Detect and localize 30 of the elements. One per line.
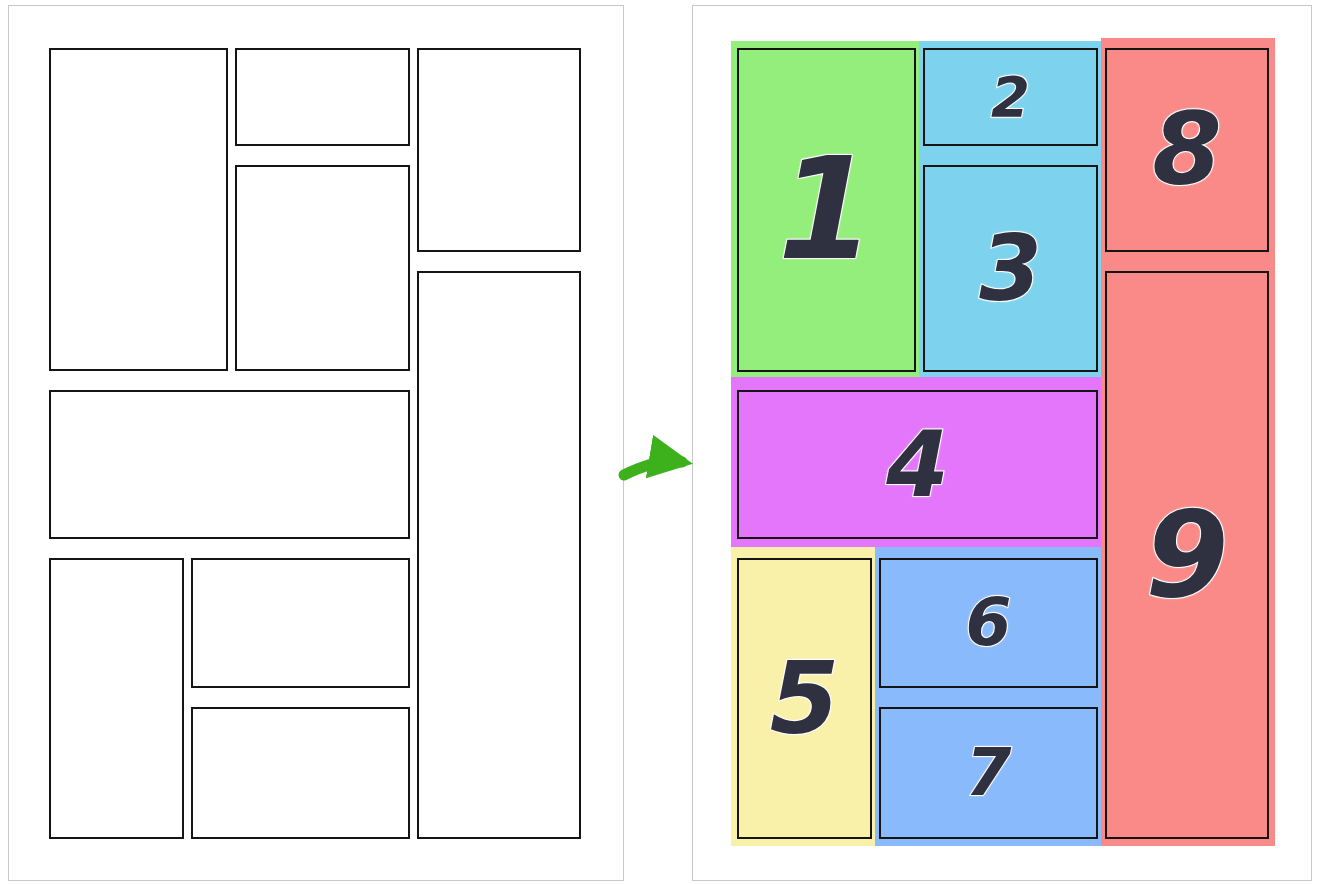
comic-panel (235, 48, 410, 146)
comic-panel (235, 165, 410, 371)
comic-panel (417, 48, 581, 252)
comic-panel (49, 390, 410, 539)
arrow (618, 436, 693, 481)
panel-number: 9 (1144, 495, 1230, 615)
page-sheet (8, 5, 624, 881)
comic-panel (191, 707, 410, 839)
panel-number: 8 (1151, 100, 1223, 200)
comic-panel (1105, 271, 1269, 839)
panel-number: 1 (776, 140, 877, 280)
panel-number: 5 (768, 648, 841, 749)
comic-panel (191, 558, 410, 688)
comic-panel (923, 165, 1098, 372)
comic-panel (923, 48, 1098, 146)
comic-panel (879, 707, 1098, 839)
panel-number: 7 (964, 740, 1013, 806)
highlight-band (919, 41, 1101, 377)
highlight-band (875, 547, 1101, 846)
page-sheet (692, 5, 1312, 881)
panel-number: 4 (885, 419, 950, 510)
panel-number: 3 (978, 223, 1043, 314)
highlight-band (1101, 38, 1275, 846)
comic-panel (49, 558, 184, 839)
comic-panel (417, 271, 581, 839)
comic-panel (49, 48, 228, 371)
panel-number: 6 (964, 590, 1013, 656)
comic-panel (879, 558, 1098, 688)
panel-number: 2 (990, 69, 1031, 125)
comic-panel (1105, 48, 1269, 252)
